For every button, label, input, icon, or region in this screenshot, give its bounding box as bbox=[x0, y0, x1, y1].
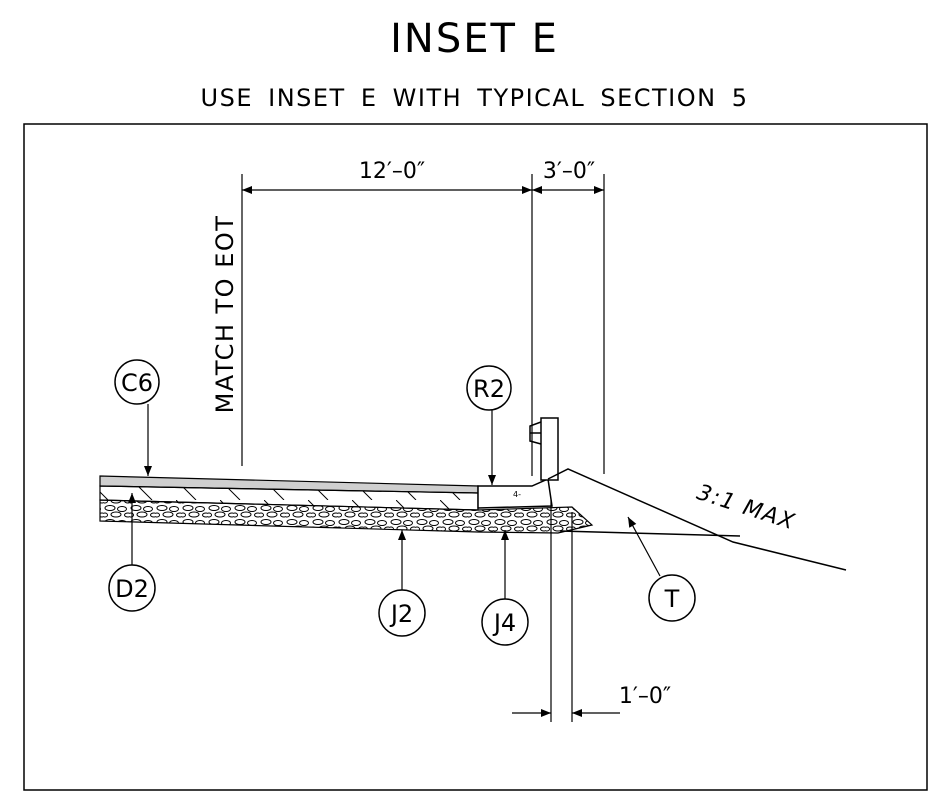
dimension-label-1ft: 1′–0″ bbox=[619, 684, 671, 709]
dimension-label-12ft: 12′–0″ bbox=[359, 159, 425, 184]
drawing-frame bbox=[23, 123, 928, 791]
callout-t-label: T bbox=[664, 585, 680, 613]
callout-t-bubble bbox=[648, 574, 696, 622]
callout-r2-label: R2 bbox=[473, 375, 505, 403]
slope-line bbox=[547, 468, 847, 571]
aggregate-layer-j2 bbox=[99, 499, 594, 534]
inset-title: INSET E bbox=[390, 16, 559, 62]
callout-j4-label: J4 bbox=[492, 609, 516, 637]
callout-t-leader bbox=[627, 516, 661, 577]
callout-r2-bubble bbox=[466, 365, 512, 411]
curb-r2 bbox=[477, 477, 553, 509]
callout-c6-label: C6 bbox=[121, 369, 153, 397]
guardrail-post bbox=[540, 417, 559, 481]
inset-subtitle: USE INSET E WITH TYPICAL SECTION 5 bbox=[200, 84, 749, 112]
callout-d2-label: D2 bbox=[115, 575, 149, 603]
match-to-eot-note: MATCH TO EOT bbox=[211, 215, 239, 414]
callout-c6-bubble bbox=[114, 359, 160, 405]
dimension-label-3ft: 3′–0″ bbox=[543, 159, 595, 184]
ground-line bbox=[559, 530, 741, 537]
slope-note: 3:1 MAX bbox=[694, 480, 799, 535]
svg-text:4-: 4- bbox=[513, 490, 521, 499]
callout-j2-label: J2 bbox=[389, 600, 413, 628]
